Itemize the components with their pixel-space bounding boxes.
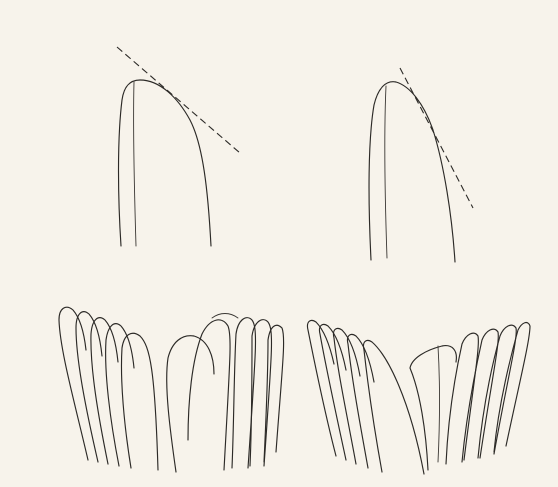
feather-right-2 xyxy=(446,333,478,464)
feather-left-2 xyxy=(76,312,102,462)
feather-right-1 xyxy=(167,336,214,472)
tangent-line-left xyxy=(117,47,240,153)
feather-right-tip-edge xyxy=(212,314,238,319)
feather-right-4 xyxy=(478,325,516,458)
feather-outline xyxy=(369,82,455,262)
feather-right-5 xyxy=(264,325,284,462)
feather-right-2 xyxy=(188,320,230,470)
feather-left-1 xyxy=(59,307,88,460)
feather-left-5 xyxy=(121,333,158,470)
feather-outline-pointed-tip xyxy=(369,82,455,262)
feather-shaft xyxy=(385,86,387,258)
feather-left-4 xyxy=(106,324,134,466)
feather-right-shaft xyxy=(438,346,440,462)
feather-fan-pointed xyxy=(307,320,530,474)
feather-fan-rounded xyxy=(59,307,284,472)
feather-right-1 xyxy=(410,346,456,470)
tangent-line-right xyxy=(400,68,473,208)
feather-right-5 xyxy=(494,323,530,452)
feather-left-3 xyxy=(91,318,118,464)
feather-shaft xyxy=(134,82,136,246)
feather-outline-rounded-tip xyxy=(119,80,212,246)
feather-left-5 xyxy=(363,340,424,474)
feather-outline xyxy=(119,80,212,246)
